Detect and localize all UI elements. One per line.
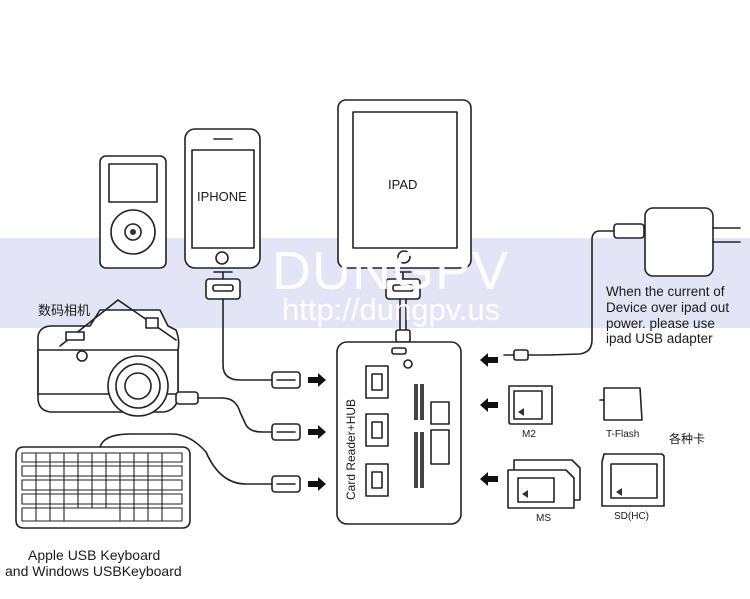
arrow-left-icon xyxy=(480,472,498,486)
adapter-note-line3: power. please use xyxy=(606,316,715,331)
camera-device xyxy=(37,299,180,417)
adapter-note-line4: ipad USB adapter xyxy=(606,331,713,346)
ms-cards xyxy=(507,459,581,509)
keyboard-keys xyxy=(21,452,183,522)
sd-card xyxy=(601,453,665,507)
arrow-right-icon xyxy=(308,477,326,491)
iphone-dock-connector xyxy=(205,271,241,300)
m2-label: M2 xyxy=(522,429,536,440)
ipad-cable xyxy=(395,298,411,343)
arrow-right-icon xyxy=(308,373,326,387)
ms-label: MS xyxy=(536,513,551,524)
hub-output-arrows xyxy=(480,353,498,486)
iphone-cable xyxy=(222,298,301,389)
ipad-label: IPAD xyxy=(388,177,418,192)
keyboard-label-line1: Apple USB Keyboard xyxy=(28,547,161,563)
keyboard-label-line2: and Windows USBKeyboard xyxy=(5,563,182,579)
card-reader-hub xyxy=(336,341,462,525)
tflash-label: T-Flash xyxy=(606,429,640,440)
arrow-right-icon xyxy=(308,425,326,439)
watermark-url: http://dungpv.us xyxy=(282,292,501,327)
keyboard-device xyxy=(15,433,301,529)
usb-power-adapter xyxy=(503,207,741,361)
adapter-note-line2: Device over ipad out xyxy=(606,300,730,315)
m2-card xyxy=(508,385,553,425)
ipad-dock-connector xyxy=(385,271,421,300)
camera-cable xyxy=(175,391,301,441)
arrow-left-icon xyxy=(480,353,498,367)
arrow-left-icon xyxy=(480,398,498,412)
various-cards-label: 各种卡 xyxy=(669,432,706,446)
ipod-device xyxy=(99,155,167,269)
iphone-label: IPHONE xyxy=(197,189,247,204)
adapter-note-line1: When the current of xyxy=(606,284,725,299)
ipad-device xyxy=(337,99,472,269)
watermark-brand: DUNGPV xyxy=(272,241,510,301)
sd-label: SD(HC) xyxy=(614,511,649,522)
hub-title: Card Reader+HUB xyxy=(344,398,358,500)
camera-label: 数码相机 xyxy=(38,304,91,319)
hub-input-arrows xyxy=(308,373,326,491)
tflash-card xyxy=(599,387,643,421)
iphone-device xyxy=(184,128,261,269)
